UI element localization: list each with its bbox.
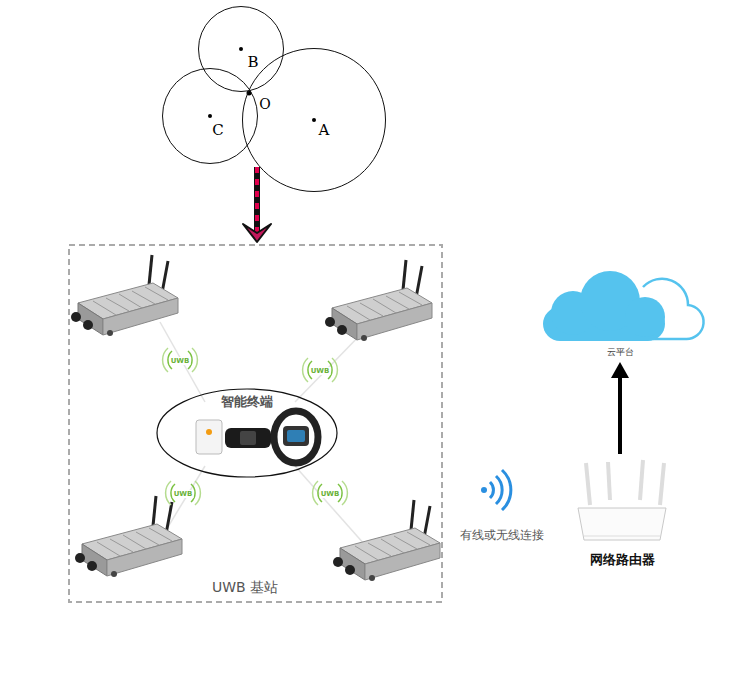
- cloud-outline: [535, 265, 705, 360]
- circle-b: B: [198, 6, 284, 92]
- circle-c: C: [162, 68, 258, 164]
- point-label: O: [259, 96, 270, 112]
- node-text: 网络路由器: [590, 551, 655, 569]
- uwb-tag: UWB: [170, 357, 191, 365]
- center-dot: [312, 118, 316, 122]
- node-text: A: [319, 121, 330, 139]
- base-station: [71, 255, 178, 336]
- circle-outline: [162, 68, 258, 164]
- signal-lines: [160, 322, 365, 545]
- uwb-tag: UWB: [320, 490, 341, 498]
- uwb-icon: [166, 481, 201, 505]
- base-station: [75, 496, 182, 577]
- node-text: C: [212, 121, 223, 139]
- router: 网络路由器: [568, 440, 678, 573]
- cloud-platform: 云平台: [535, 265, 705, 360]
- node-text: 智能终端: [221, 393, 273, 411]
- upload-arrow: [611, 362, 629, 454]
- uwb-tag: UWB: [310, 367, 331, 375]
- node-text: B: [247, 53, 258, 71]
- devices: [196, 411, 318, 463]
- flow-arrow: [243, 167, 271, 242]
- uwb-icon: [303, 358, 338, 382]
- node-text: UWB 基站: [212, 579, 278, 597]
- center-dot: [239, 47, 243, 51]
- node-text: 云平台: [607, 346, 634, 359]
- circle-a: A: [242, 48, 386, 192]
- circle-outline: [242, 48, 386, 192]
- uwb-icon: [313, 481, 348, 505]
- base-station: [333, 500, 440, 581]
- uwb-station-group: UWB 基站智能终端: [68, 244, 443, 603]
- terminal-ellipse: 智能终端: [156, 388, 338, 478]
- uwb-tag: UWB: [173, 490, 194, 498]
- dashbox-outline: [68, 244, 443, 603]
- uwb-icon: [163, 348, 198, 372]
- center-dot: [208, 114, 212, 118]
- circle-outline: [198, 6, 284, 92]
- link-label: 有线或无线连接: [460, 527, 544, 544]
- base-station: [325, 260, 432, 341]
- router-image: [578, 460, 666, 540]
- wifi-icon: [481, 470, 511, 510]
